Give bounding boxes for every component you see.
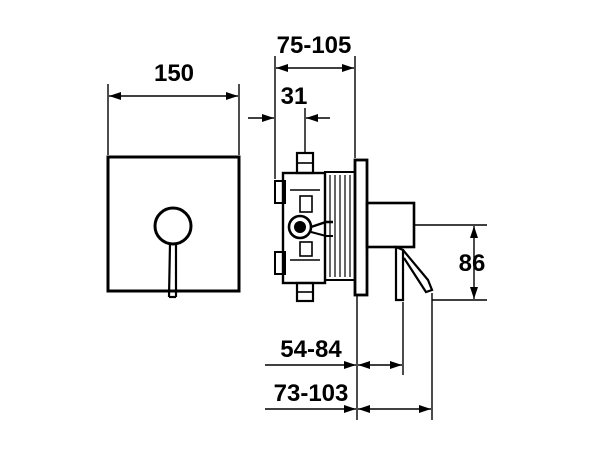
cover-plate	[106, 155, 241, 293]
dim-label-31: 31	[281, 83, 308, 110]
lever-left-edge	[167, 243, 172, 298]
cartridge-core	[294, 221, 306, 233]
dim-86: 86	[415, 224, 487, 301]
dim-label-75-105: 75-105	[277, 32, 352, 59]
handle-spindle	[365, 201, 416, 249]
lever-hub	[153, 206, 193, 246]
side-port-lower	[274, 251, 286, 275]
front-view: 150	[106, 60, 241, 299]
side-port-upper	[274, 180, 286, 204]
dim-label-54-84: 54-84	[280, 336, 342, 363]
dim-label-150: 150	[154, 60, 194, 87]
dim-75-105: 75-105	[274, 32, 356, 179]
body-window-lower	[299, 241, 313, 257]
dim-54-84: 54-84	[265, 296, 404, 375]
side-lever-angled	[402, 249, 434, 294]
side-view	[274, 151, 434, 303]
dim-73-103: 73-103	[265, 293, 433, 420]
side-lever	[394, 245, 405, 302]
dim-label-86: 86	[459, 250, 486, 277]
dim-31: 31	[248, 83, 330, 152]
dim-label-73-103: 73-103	[274, 380, 349, 407]
cover-plate-profile	[353, 158, 369, 297]
body-window-upper	[299, 195, 313, 213]
